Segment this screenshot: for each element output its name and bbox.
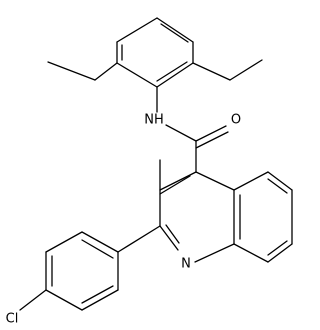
oxygen-label: O [231, 113, 241, 128]
bond [195, 171, 235, 191]
bond [45, 289, 83, 311]
bond [116, 62, 158, 88]
bond [160, 23, 189, 43]
bond [195, 131, 229, 149]
bond [233, 243, 269, 263]
bond [159, 175, 191, 195]
bond [267, 243, 293, 263]
bond [81, 239, 114, 259]
chlorine-label: Cl [6, 312, 19, 327]
nitrogen-label: N [181, 257, 191, 272]
molecule-structure: NH O N Cl [6, 17, 293, 327]
bond [165, 224, 180, 244]
bond [81, 231, 119, 253]
quinoline-pyridine-ring [159, 171, 235, 263]
bond [267, 240, 288, 256]
nh-label: NH [144, 113, 164, 128]
diethylphenyl-ring [116, 17, 194, 88]
bond [47, 61, 96, 81]
bond [156, 61, 188, 82]
bond [192, 62, 231, 81]
bond [195, 125, 227, 142]
bond [156, 62, 194, 88]
ethyl-left [47, 61, 118, 81]
ethyl-right [192, 59, 263, 81]
bond [267, 178, 288, 194]
molecule-canvas: NH O N Cl [6, 17, 293, 327]
bond [81, 285, 114, 304]
bond [156, 17, 194, 43]
amide-group [156, 86, 229, 173]
aryl-link-bond [117, 225, 161, 253]
bond [81, 289, 119, 311]
bond [194, 243, 235, 263]
bond [94, 62, 118, 81]
bond [159, 171, 197, 191]
bond [116, 17, 158, 43]
bond [159, 225, 179, 251]
bond [267, 171, 293, 191]
quinoline-benzo-ring [233, 171, 293, 263]
bond [233, 171, 269, 191]
bond [45, 231, 83, 253]
chlorophenyl-ring [45, 231, 119, 311]
c-cl-bond [19, 289, 47, 311]
bond [229, 59, 263, 81]
bond [165, 124, 197, 142]
